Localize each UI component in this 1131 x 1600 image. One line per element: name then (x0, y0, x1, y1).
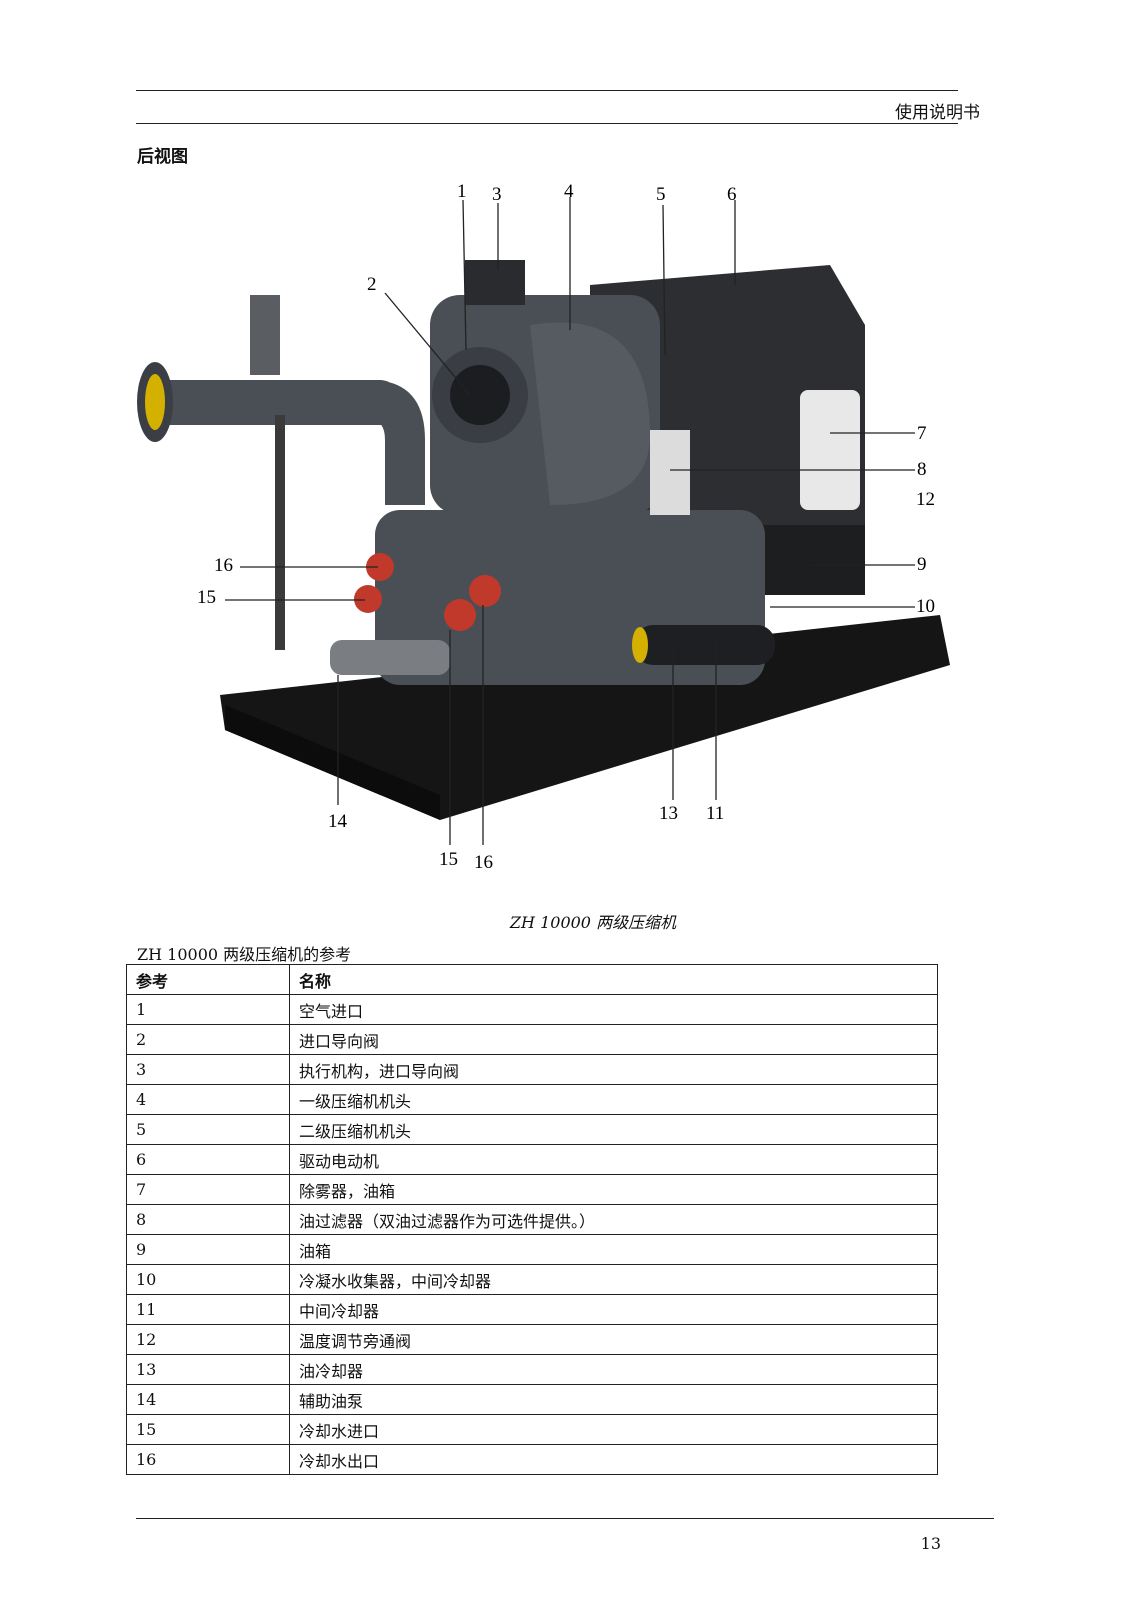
ref-cell: 9 (126, 1234, 290, 1265)
callout-10: 10 (916, 596, 935, 617)
name-cell: 温度调节旁通阀 (289, 1324, 938, 1355)
ref-cell: 7 (126, 1174, 290, 1205)
callout-6: 6 (727, 184, 737, 205)
air-inlet-bore (450, 365, 510, 425)
figure-caption: ZH 10000 两级压缩机 (509, 913, 677, 932)
callout-14: 14 (328, 811, 348, 832)
actuator (465, 260, 525, 305)
flange-15-right (444, 599, 476, 631)
header-rule-bottom (136, 123, 958, 124)
callout-7: 7 (917, 423, 927, 444)
callout-5: 5 (656, 184, 666, 205)
flange-16-left (366, 553, 394, 581)
callout-15-bottom: 15 (439, 849, 458, 870)
name-cell: 油箱 (289, 1234, 938, 1265)
name-cell: 除雾器，油箱 (289, 1174, 938, 1205)
table-header-row: 参考 名称 (126, 964, 938, 995)
callout-2: 2 (367, 274, 377, 295)
ref-cell: 15 (126, 1414, 290, 1445)
top-valve (250, 295, 280, 375)
ref-cell: 2 (126, 1024, 290, 1055)
callout-15-left: 15 (197, 587, 216, 608)
demister-tank (800, 390, 860, 510)
ref-cell: 5 (126, 1114, 290, 1145)
callout-3: 3 (492, 184, 502, 205)
ref-cell: 4 (126, 1084, 290, 1115)
ref-cell: 10 (126, 1264, 290, 1295)
page-number: 13 (920, 1534, 941, 1553)
section-title: 后视图 (137, 147, 188, 167)
name-cell: 油过滤器（双油过滤器作为可选件提供。） (289, 1204, 938, 1235)
aux-oil-pump (330, 640, 450, 675)
flange-16-right (469, 575, 501, 607)
inlet-pipe (150, 380, 400, 425)
ref-cell: 13 (126, 1354, 290, 1385)
ref-cell: 14 (126, 1384, 290, 1415)
oil-cooler-label (632, 627, 648, 663)
name-cell: 辅助油泵 (289, 1384, 938, 1415)
callout-1: 1 (457, 181, 467, 202)
ref-cell: 1 (126, 994, 290, 1025)
name-cell: 冷却水出口 (289, 1444, 938, 1475)
stage-scroll (530, 322, 650, 505)
leader-lines (225, 197, 915, 845)
callout-13: 13 (659, 803, 678, 824)
name-cell: 进口导向阀 (289, 1024, 938, 1055)
ref-cell: 11 (126, 1294, 290, 1325)
flange-15-left (354, 585, 382, 613)
table-caption: ZH 10000 两级压缩机的参考 (137, 945, 352, 964)
callout-4: 4 (564, 181, 574, 202)
callout-16-left: 16 (214, 555, 233, 576)
callout-12: 12 (916, 489, 935, 510)
header-ref: 参考 (126, 964, 290, 995)
callout-11: 11 (706, 803, 724, 824)
footer-rule (136, 1518, 994, 1519)
ref-cell: 16 (126, 1444, 290, 1475)
name-cell: 二级压缩机机头 (289, 1114, 938, 1145)
base-skid (220, 615, 950, 820)
name-cell: 执行机构，进口导向阀 (289, 1054, 938, 1085)
name-cell: 一级压缩机机头 (289, 1084, 938, 1115)
callout-8: 8 (917, 459, 927, 480)
name-cell: 空气进口 (289, 994, 938, 1025)
name-cell: 驱动电动机 (289, 1144, 938, 1175)
base-skid-side (225, 705, 440, 820)
header-name: 名称 (289, 964, 938, 995)
inlet-opening (145, 374, 165, 430)
vertical-pipe (275, 415, 285, 650)
name-cell: 冷却水进口 (289, 1414, 938, 1445)
ref-cell: 3 (126, 1054, 290, 1085)
name-cell: 油冷却器 (289, 1354, 938, 1385)
header-rule-top (136, 90, 958, 91)
ref-cell: 6 (126, 1144, 290, 1175)
ref-cell: 8 (126, 1204, 290, 1235)
elbow-pipe (370, 380, 425, 505)
oil-filter (650, 430, 690, 515)
compressor-figure: 1 2 3 4 5 6 7 8 12 9 10 16 15 14 13 11 1… (137, 181, 950, 873)
ref-cell: 12 (126, 1324, 290, 1355)
header-title: 使用说明书 (895, 103, 980, 123)
oil-cooler (635, 625, 775, 665)
name-cell: 中间冷却器 (289, 1294, 938, 1325)
name-cell: 冷凝水收集器，中间冷却器 (289, 1264, 938, 1295)
callout-9: 9 (917, 554, 927, 575)
callout-16-bottom: 16 (474, 852, 493, 873)
